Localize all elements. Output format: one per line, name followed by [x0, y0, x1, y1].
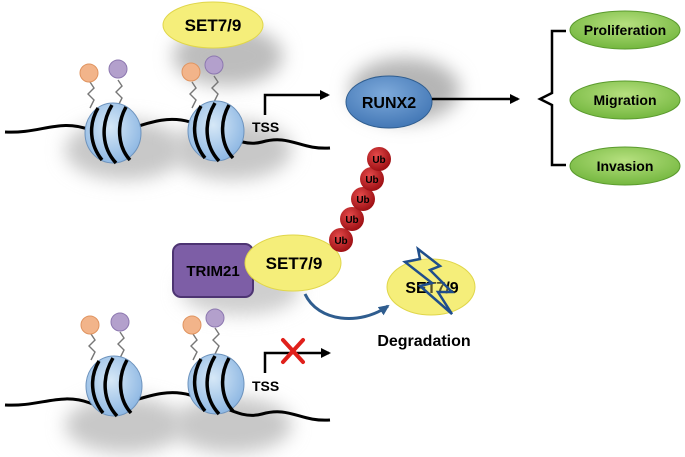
runx2-label: RUNX2 — [362, 95, 416, 112]
outcome-label: Migration — [594, 92, 657, 108]
histone-mark-icon — [108, 59, 128, 107]
outcome-label: Proliferation — [584, 22, 666, 38]
transcription-arrow-icon — [263, 348, 331, 373]
ubiquitin-bead — [340, 207, 364, 231]
outcome-proliferation: Proliferation — [569, 10, 681, 50]
histone-mark-icon — [204, 55, 224, 103]
histone-mark-icon — [79, 63, 99, 109]
runx2-node — [345, 75, 433, 129]
histone-mark-icon — [80, 315, 100, 361]
tss-label-top: TSS — [252, 119, 279, 135]
ubiquitin-bead — [329, 228, 353, 252]
degradation-label: Degradation — [377, 333, 470, 350]
set79-top-label: SET7/9 — [185, 16, 242, 35]
degradation-arrow — [303, 293, 390, 320]
ubiquitin-label: Ub — [365, 175, 378, 186]
ubiquitin-chain-icon: Ub Ub Ub Ub Ub — [329, 147, 391, 252]
set79-bound-label: SET7/9 — [266, 254, 323, 273]
outcome-bracket — [537, 29, 566, 167]
histone-mark-icon — [110, 312, 130, 359]
ubiquitin-label: Ub — [356, 195, 369, 206]
outcome-migration: Migration — [569, 80, 681, 120]
ubiquitin-bead — [367, 147, 391, 171]
outcome-label: Invasion — [597, 158, 654, 174]
shadow — [65, 397, 185, 453]
nucleosome-icon — [187, 353, 245, 416]
ubiquitin-bead — [351, 187, 375, 211]
histone-mark-icon — [181, 62, 201, 109]
set79-bound — [244, 234, 342, 292]
block-cross-icon — [281, 338, 305, 364]
ubiquitin-bead — [360, 167, 384, 191]
top-panel: SET7/9 TSS RUNX2 Proliferation Migration… — [4, 1, 681, 186]
outcome-invasion: Invasion — [569, 146, 681, 186]
set79-top — [162, 1, 264, 49]
ubiquitin-label: Ub — [345, 215, 358, 226]
tss-label-bottom: TSS — [252, 378, 279, 394]
nucleosome-icon — [84, 102, 142, 165]
trim21-label: TRIM21 — [186, 263, 239, 280]
shadow — [172, 397, 292, 453]
lightning-bolt-icon — [402, 245, 456, 315]
ubiquitin-label: Ub — [372, 155, 385, 166]
histone-mark-icon — [205, 308, 225, 355]
nucleosome-icon — [187, 100, 245, 163]
ubiquitin-label: Ub — [334, 236, 347, 247]
nucleosome-icon — [85, 355, 143, 418]
bottom-panel: TRIM21 SET7/9 Ub Ub Ub Ub Ub SET7/9 Degr… — [4, 147, 476, 453]
transcription-arrow-icon — [263, 90, 330, 115]
dna-strand — [4, 391, 331, 422]
histone-mark-icon — [182, 315, 202, 361]
